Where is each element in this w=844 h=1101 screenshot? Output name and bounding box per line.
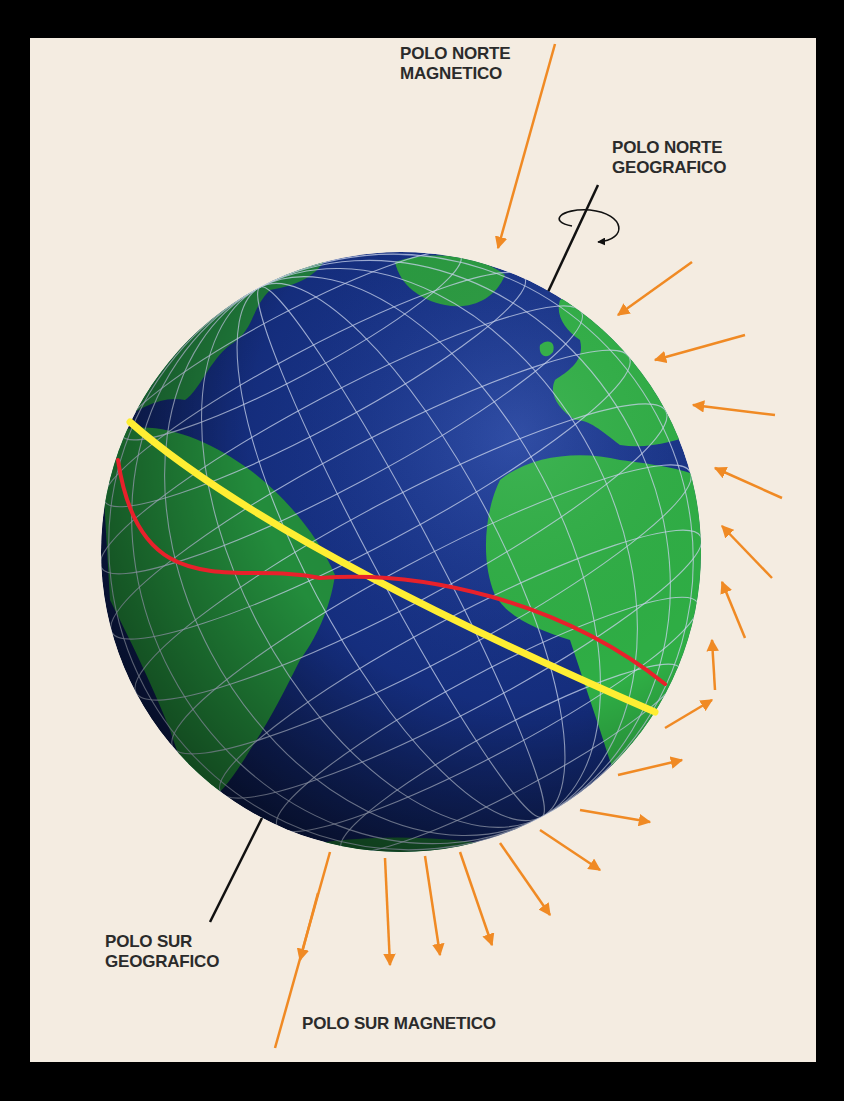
pole-label: POLO NORTE GEOGRAFICO [612, 138, 742, 178]
rotation-arrow [559, 210, 619, 242]
globe [4, 151, 798, 953]
magnetic-field-arrows [275, 44, 782, 1048]
pole-label: POLO SUR GEOGRAFICO [105, 932, 235, 972]
geographic-equator [130, 422, 655, 712]
pole-label: POLO SUR MAGNETICO [302, 1014, 496, 1034]
magnetic-equator [118, 460, 665, 684]
rotation-axis [210, 818, 262, 922]
pole-label: POLO NORTE MAGNETICO [400, 44, 520, 84]
rotation-axis [548, 185, 598, 292]
background-panel [30, 38, 816, 1062]
